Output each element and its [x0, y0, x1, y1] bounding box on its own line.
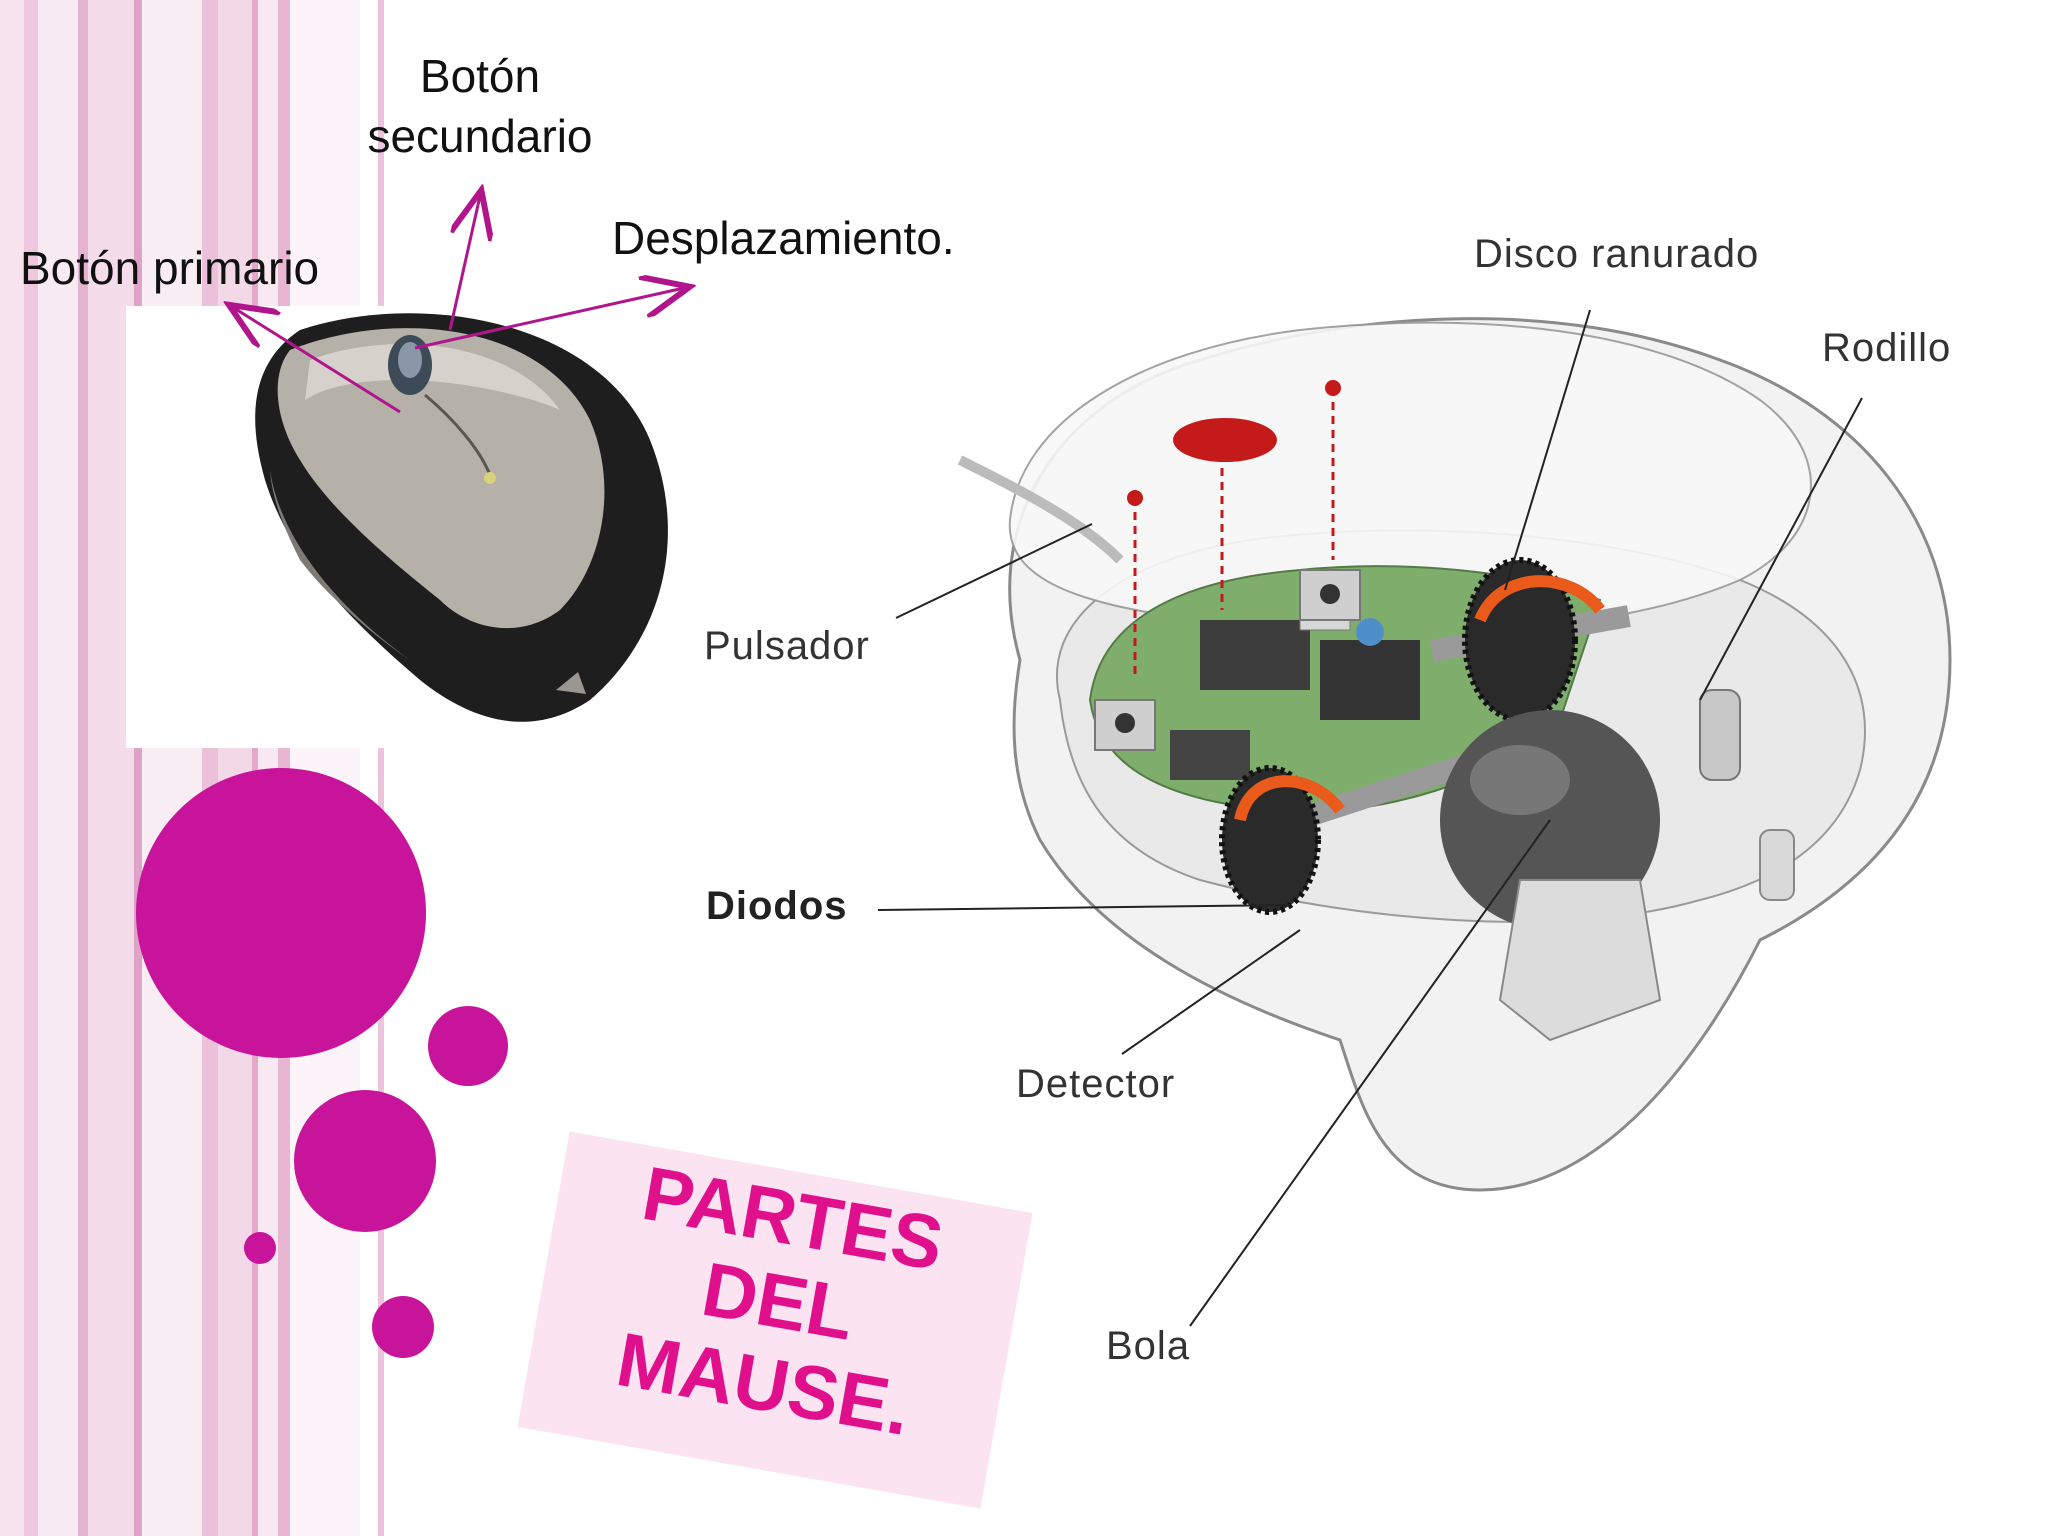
label-secondary-button-line1: Botón	[419, 50, 541, 102]
arrow-scroll	[414, 288, 684, 350]
label-diodes: Diodos	[706, 884, 848, 928]
decorative-bubble-tiny	[244, 1232, 276, 1264]
leader-ball	[1189, 819, 1551, 1327]
decorative-bubble-small	[428, 1006, 508, 1086]
arrow-primary-button	[234, 308, 401, 414]
label-ball: Bola	[1106, 1324, 1191, 1368]
decorative-bubble-small-2	[372, 1296, 434, 1358]
leader-slotted-disk	[1504, 309, 1591, 591]
label-secondary-button: Botón secundario	[352, 46, 608, 166]
leader-detector	[1121, 929, 1301, 1055]
arrow-secondary-button	[448, 196, 480, 331]
label-detector: Detector	[1016, 1062, 1176, 1106]
label-push-button: Pulsador	[704, 624, 870, 668]
leader-diodes	[877, 904, 1291, 911]
label-secondary-button-line2: secundario	[367, 110, 593, 162]
label-primary-button: Botón primario	[20, 242, 320, 294]
decorative-bubble-large	[136, 768, 426, 1058]
decorative-stripes	[0, 0, 400, 1536]
label-roller: Rodillo	[1822, 326, 1952, 370]
leader-roller	[1699, 397, 1863, 701]
decorative-bubble-medium	[294, 1090, 436, 1232]
label-scroll: Desplazamiento.	[612, 212, 955, 264]
label-slotted-disk: Disco ranurado	[1474, 232, 1760, 276]
leader-push-button	[895, 523, 1093, 619]
